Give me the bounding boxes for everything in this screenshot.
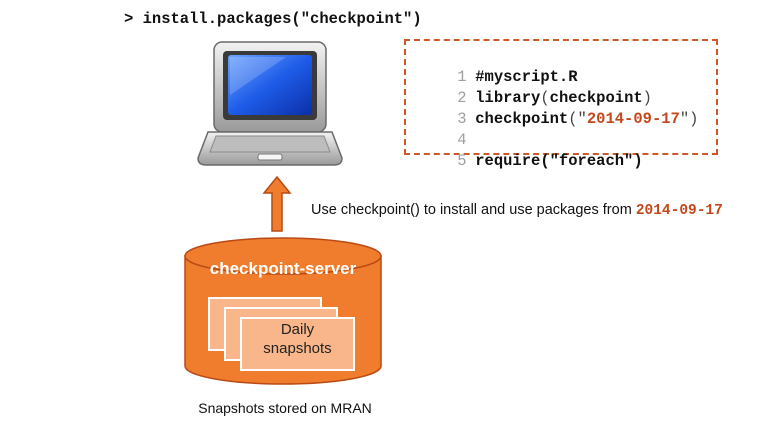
code-argument: checkpoint <box>549 89 643 107</box>
snapshot-label: Daily snapshots <box>241 320 354 358</box>
code-text: #myscript.R <box>475 68 578 86</box>
install-command: > install.packages("checkpoint") <box>124 10 422 28</box>
code-line-1: 1 #myscript.R <box>420 50 578 104</box>
usage-text: Use checkpoint() to install and use pack… <box>311 202 636 218</box>
usage-date: 2014-09-17 <box>635 203 723 219</box>
code-paren: ) <box>642 89 652 107</box>
code-line-4: 4 <box>420 113 475 167</box>
code-function: library <box>475 89 541 107</box>
server-label: checkpoint-server <box>209 259 357 278</box>
server-caption: Snapshots stored on MRAN <box>198 400 372 416</box>
snapshot-label-line2: snapshots <box>263 340 332 357</box>
line-number: 2 <box>457 89 467 107</box>
code-paren: ( <box>540 89 550 107</box>
snapshot-label-line1: Daily <box>280 321 315 338</box>
line-number: 3 <box>457 110 467 128</box>
line-number: 4 <box>457 131 467 149</box>
code-line-5: 5 require("foreach") <box>420 134 643 188</box>
line-number: 1 <box>457 68 467 86</box>
code-paren: ") <box>679 110 699 128</box>
line-number: 5 <box>457 152 467 170</box>
usage-description: Use checkpoint() to install and use pack… <box>311 202 723 219</box>
code-text: require("foreach") <box>475 152 643 170</box>
laptop-icon <box>197 41 343 166</box>
code-paren: (" <box>568 110 587 128</box>
code-string: 2014-09-17 <box>586 110 680 128</box>
code-function: checkpoint <box>475 110 569 128</box>
database-cylinder-icon <box>184 237 382 385</box>
up-arrow-icon <box>262 176 292 232</box>
